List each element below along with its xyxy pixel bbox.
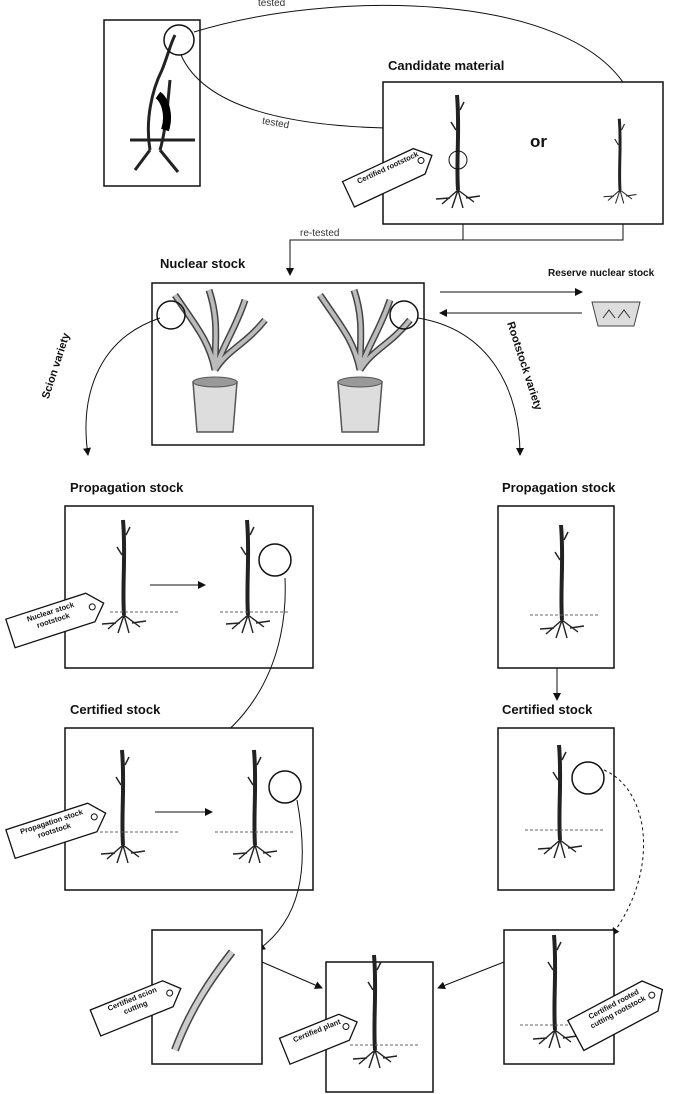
scion-arrow [83, 317, 161, 456]
certified-rootstock-tag-shape [341, 147, 433, 208]
nuclear-stock-box [151, 282, 425, 446]
reserve-nuclear-stock-label: Reserve nuclear stock [548, 268, 655, 279]
propagation-stock-right-label: Propagation stock [502, 480, 616, 495]
nuclear-stock-label: Nuclear stock [160, 256, 246, 271]
certified-right-box [497, 727, 615, 891]
selection-circle [163, 24, 195, 56]
certified-plant-tag-shape [278, 1013, 358, 1066]
propagation-right-box [497, 505, 615, 669]
tested-top-label: tested [258, 0, 286, 9]
rootstock-arrow [417, 317, 524, 456]
reserve-tray [591, 301, 641, 327]
re-tested-arrow [286, 224, 464, 276]
certified-scion-cutting-tag-shape [89, 980, 182, 1037]
rootstock-to-plant-arrow [437, 961, 505, 990]
nuclear-stock-rootstock-tag-shape [4, 592, 105, 649]
re-tested-label: re-tested [300, 228, 340, 239]
cert-right-to-rooted-arrow [603, 769, 645, 936]
candidate-material-label: Candidate material [388, 58, 505, 73]
tested-arrow-top [193, 4, 629, 91]
cert-left-to-scion-arrow [257, 799, 303, 951]
propagation-stock-left-label: Propagation stock [70, 480, 184, 495]
certified-stock-left-label: Certified stock [70, 702, 161, 717]
or-label: or [530, 132, 547, 151]
propagation-stock-rootstock-tag-shape [5, 802, 107, 860]
scion-to-plant-arrow [261, 961, 323, 989]
propagation-left-box [64, 505, 314, 669]
certified-stock-right-label: Certified stock [502, 702, 593, 717]
certified-rooted-cutting-rootstock-tag-shape [566, 980, 664, 1052]
scion-cutting-box [151, 929, 263, 1065]
certified-left-box [64, 727, 314, 891]
